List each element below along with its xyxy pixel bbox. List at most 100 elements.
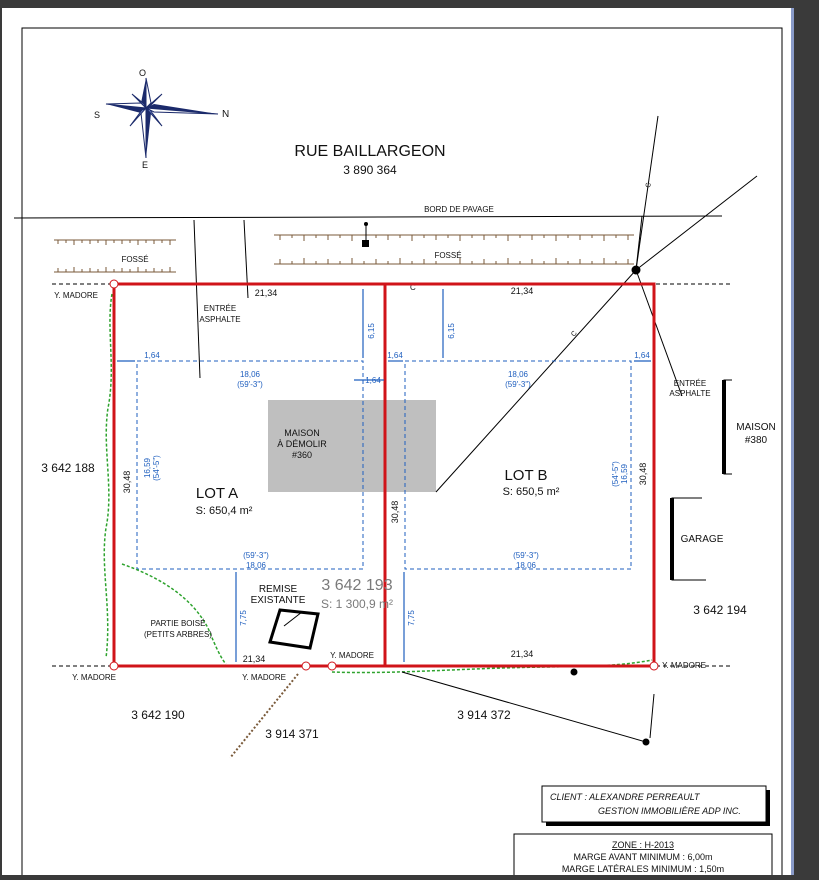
frame bbox=[21, 27, 783, 880]
lower-lines bbox=[401, 668, 655, 746]
dimension-envelope-width-b-ft: (59'-3") bbox=[513, 551, 539, 560]
lot-a-name: LOT A bbox=[196, 485, 238, 502]
building-envelope-lot-b bbox=[404, 360, 632, 570]
hedge-line bbox=[103, 293, 653, 674]
house-380-outline bbox=[722, 379, 732, 475]
driveway-right-label: ASPHALTE bbox=[669, 389, 710, 398]
client-name: CLIENT : ALEXANDRE PERREAULT bbox=[550, 792, 701, 802]
dimension-envelope-depth-a: 16,59 bbox=[143, 457, 152, 478]
dimension-depth-middle: 30,48 bbox=[390, 501, 400, 524]
dimension-envelope-width-a: 18,06 bbox=[246, 561, 267, 570]
ditch-right bbox=[274, 234, 634, 265]
shed-label: EXISTANTE bbox=[251, 595, 306, 606]
dimension-arrows bbox=[117, 289, 651, 662]
surveyor-label: Y. MADORE bbox=[242, 673, 286, 682]
dimension-envelope-depth-b: 16,59 bbox=[620, 463, 629, 484]
driveway-label: ASPHALTE bbox=[199, 315, 240, 324]
street-lot-number: 3 890 364 bbox=[343, 163, 397, 177]
dimension-rear-setback-b: 7,75 bbox=[407, 610, 416, 626]
dimension-rear-setback-a: 7,75 bbox=[239, 610, 248, 626]
compass-rose-icon: O N E S bbox=[94, 68, 229, 170]
wooded-area-label: PARTIE BOISÉ bbox=[151, 619, 206, 628]
driveway-line bbox=[193, 219, 201, 379]
shed-icon bbox=[268, 608, 320, 650]
dimension-front-setback-b: 6,15 bbox=[447, 323, 456, 339]
zone-front-margin: MARGE AVANT MINIMUM : 6,00m bbox=[573, 852, 712, 862]
dimension-side-setback: 1,64 bbox=[144, 351, 160, 360]
neighbor-lot-southwest: 3 642 190 bbox=[131, 708, 185, 722]
lot-a-area: S: 650,4 m² bbox=[196, 505, 253, 517]
dimension-envelope-depth-b-ft: (54'-5") bbox=[611, 461, 620, 487]
neighbor-lot-east: 3 642 194 bbox=[693, 603, 747, 617]
dimension-envelope-width-b: 18,06 bbox=[516, 561, 537, 570]
driveway-label: ENTRÉE bbox=[204, 304, 236, 313]
ditch-left-label: FOSSÉ bbox=[121, 255, 148, 264]
neighbor-lot-south-left: 3 914 371 bbox=[265, 727, 319, 741]
house-label: MAISON bbox=[284, 428, 320, 438]
power-lines bbox=[435, 115, 758, 493]
surveyor-label: Y. MADORE bbox=[330, 651, 374, 660]
client-box bbox=[541, 785, 770, 826]
compass-west: O bbox=[139, 68, 146, 78]
client-company: GESTION IMMOBILIÈRE ADP INC. bbox=[598, 806, 741, 816]
dimension-envelope-width-b-ft: (59'-3") bbox=[505, 380, 531, 389]
house-label: À DÉMOLIR bbox=[277, 439, 327, 449]
compass-north: N bbox=[222, 109, 229, 120]
compass-east: E bbox=[142, 160, 148, 170]
site-plan: O N E S RUE BAILLARGEON 3 890 364 BORD D… bbox=[13, 27, 783, 880]
wooded-area-label: (PETITS ARBRES) bbox=[144, 630, 212, 639]
main-lot-area: S: 1 300,9 m² bbox=[321, 597, 393, 611]
house-380-label: MAISON bbox=[736, 422, 775, 433]
main-lot-number: 3 642 193 bbox=[321, 577, 392, 594]
house-to-demolish bbox=[268, 400, 436, 492]
dimension-envelope-width-a: 18,06 bbox=[240, 370, 261, 379]
zone-side-margin: MARGE LATÉRALES MINIMUM : 1,50m bbox=[562, 864, 724, 874]
ditch-right-label: FOSSÉ bbox=[434, 251, 461, 260]
surveyor-label: Y. MADORE bbox=[662, 661, 706, 670]
dimension-side-setback: 1,64 bbox=[365, 376, 381, 385]
dimension-envelope-width-b: 18,06 bbox=[508, 370, 529, 379]
diagonal-ditch bbox=[229, 673, 299, 759]
lot-b-name: LOT B bbox=[504, 467, 547, 484]
pavement-edge-label: BORD DE PAVAGE bbox=[424, 205, 494, 214]
house-label: #360 bbox=[292, 450, 312, 460]
surveyor-label: Y. MADORE bbox=[54, 291, 98, 300]
utility-marker-icon bbox=[362, 222, 369, 247]
dimension-front-lot-b: 21,34 bbox=[511, 286, 534, 296]
neighbor-lot-south-right: 3 914 372 bbox=[457, 708, 511, 722]
zone-title: ZONE : H-2013 bbox=[612, 840, 674, 850]
dimension-envelope-width-a-ft: (59'-3") bbox=[237, 380, 263, 389]
lot-b-area: S: 650,5 m² bbox=[503, 486, 560, 498]
street-name: RUE BAILLARGEON bbox=[294, 143, 445, 160]
survey-marker-icon bbox=[109, 279, 659, 671]
compass-south: S bbox=[94, 110, 100, 120]
lot-boundary bbox=[112, 282, 656, 668]
pole-label: C bbox=[570, 330, 579, 338]
dimension-front-setback-a: 6,15 bbox=[367, 323, 376, 339]
dimension-envelope-depth-a-ft: (54'-5") bbox=[152, 455, 161, 481]
driveway-line bbox=[243, 219, 249, 299]
dimension-depth-west: 30,48 bbox=[122, 471, 132, 494]
pole-label: C bbox=[410, 283, 416, 292]
dimension-envelope-width-a-ft: (59'-3") bbox=[243, 551, 269, 560]
dimension-side-setback: 1,64 bbox=[634, 351, 650, 360]
dimension-depth-east: 30,48 bbox=[638, 463, 648, 486]
neighbor-lot-west: 3 642 188 bbox=[41, 461, 95, 475]
shed-label: REMISE bbox=[259, 584, 298, 595]
dimension-rear-lot-a: 21,34 bbox=[243, 654, 266, 664]
pavement-edge-line bbox=[13, 215, 723, 219]
plan-sheet: O N E S RUE BAILLARGEON 3 890 364 BORD D… bbox=[2, 8, 794, 880]
surveyor-label: Y. MADORE bbox=[72, 673, 116, 682]
dimension-rear-lot-b: 21,34 bbox=[511, 649, 534, 659]
driveway-right-label: ENTRÉE bbox=[674, 379, 706, 388]
zone-box bbox=[513, 833, 773, 880]
ditch-left bbox=[54, 239, 176, 273]
garage-label: GARAGE bbox=[681, 534, 724, 545]
building-envelope-lot-a bbox=[136, 360, 364, 570]
pole-label: C bbox=[645, 182, 653, 188]
dimension-side-setback: 1,64 bbox=[387, 351, 403, 360]
garage-outline bbox=[670, 497, 706, 581]
dimension-front-lot-a: 21,34 bbox=[255, 288, 278, 298]
house-380-label: #380 bbox=[745, 435, 768, 446]
